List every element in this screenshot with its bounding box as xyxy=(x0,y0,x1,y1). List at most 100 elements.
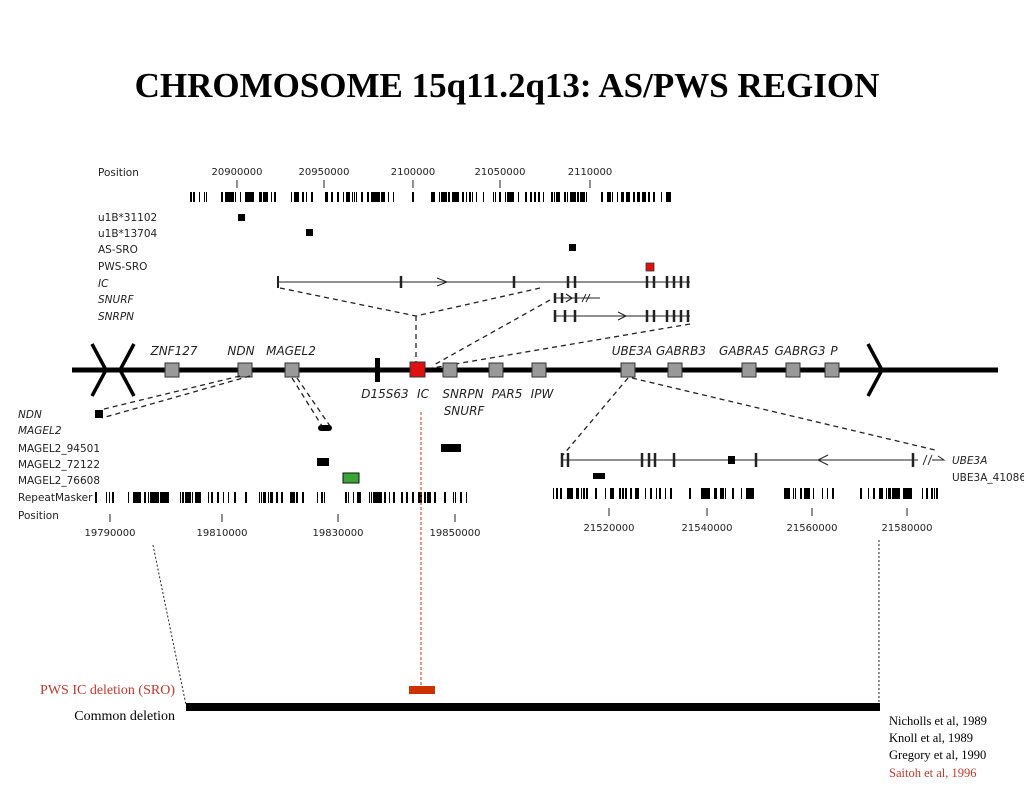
repeat-element xyxy=(635,488,639,499)
repeat-element xyxy=(553,488,554,499)
repeat-element xyxy=(581,488,582,499)
repeat-element xyxy=(577,192,579,202)
repeat-element xyxy=(936,488,938,499)
repeat-element xyxy=(361,192,363,202)
repeat-element xyxy=(617,192,618,202)
snurf-transcript xyxy=(553,293,600,303)
repeat-element xyxy=(271,192,272,202)
repeat-element xyxy=(580,192,585,202)
repeat-element xyxy=(570,192,576,202)
gene-label-d15s63: D15S63 xyxy=(361,387,408,401)
ic-transcript xyxy=(277,276,690,288)
top-tick-label: 20950000 xyxy=(299,167,350,178)
repeat-element xyxy=(554,192,555,202)
repeat-element xyxy=(595,488,597,499)
repeat-element xyxy=(903,488,912,499)
repeat-element xyxy=(746,488,754,499)
repeat-element xyxy=(689,488,691,499)
repeat-element xyxy=(221,192,223,202)
d15s63-marker xyxy=(375,358,380,382)
repeat-element xyxy=(337,192,339,202)
repeat-element xyxy=(180,492,181,503)
repeat-element xyxy=(321,492,323,503)
repeat-element xyxy=(325,192,328,202)
gene-box-gabra5 xyxy=(741,362,757,378)
repeat-element xyxy=(525,192,527,202)
repeat-element xyxy=(95,492,97,503)
repeat-element xyxy=(128,492,129,503)
repeat-element xyxy=(460,492,462,503)
gene-box-gabrg3 xyxy=(785,362,801,378)
gene-label-par5: PAR5 xyxy=(492,387,523,401)
repeat-element xyxy=(412,492,414,503)
left-tick-marks xyxy=(109,514,456,522)
repeat-element xyxy=(412,192,414,202)
row-label-ic: IC xyxy=(98,278,109,290)
repeat-element xyxy=(610,488,614,499)
repeat-element xyxy=(268,492,269,503)
repeat-element xyxy=(384,492,386,503)
repeat-element xyxy=(160,492,169,503)
page-title: CHROMOSOME 15q11.2q13: AS/PWS REGION xyxy=(135,66,880,105)
repeat-element xyxy=(560,488,562,499)
gene-label-p: P xyxy=(830,344,838,358)
repeat-element xyxy=(343,192,344,202)
repeat-element xyxy=(263,492,266,503)
repeat-element xyxy=(732,488,734,499)
repeat-element xyxy=(290,492,295,503)
gene-box-par5 xyxy=(488,362,504,378)
repeat-element xyxy=(661,192,662,202)
top-track: Position 20900000 20950000 2100000 21050… xyxy=(98,167,690,323)
repeat-element xyxy=(393,192,394,202)
row-label-repeatmasker: RepeatMasker xyxy=(18,492,93,504)
row-label-position: Position xyxy=(18,510,59,522)
repeat-element xyxy=(619,488,621,499)
snrpn-transcript xyxy=(553,310,690,322)
repeat-element xyxy=(217,492,219,503)
repeat-element xyxy=(112,492,114,503)
repeat-element xyxy=(306,192,307,202)
deletion-section: PWS IC deletion (SRO) Common deletion xyxy=(40,412,880,724)
repeat-element xyxy=(199,192,200,202)
repeat-element xyxy=(564,192,566,202)
repeat-element xyxy=(586,488,588,499)
repeat-element xyxy=(346,192,350,202)
repeat-element xyxy=(543,192,544,202)
common-deletion-label: Common deletion xyxy=(74,709,175,724)
repeat-element xyxy=(720,488,724,499)
repeat-element xyxy=(583,488,585,499)
repeat-element xyxy=(493,192,494,202)
repeat-element xyxy=(499,192,501,202)
repeat-element xyxy=(827,488,828,499)
right-tick-marks xyxy=(608,508,908,516)
as-sro-marker xyxy=(569,244,576,251)
repeat-element xyxy=(234,492,236,503)
gene-box-ube3a xyxy=(620,362,636,378)
repeat-element xyxy=(348,492,349,503)
gene-label-ic: IC xyxy=(417,387,430,401)
repeat-element xyxy=(637,192,640,202)
left-tick-label: 19850000 xyxy=(430,528,481,539)
magel2-72122-marker xyxy=(317,458,329,466)
repeat-element xyxy=(190,192,192,202)
repeat-element xyxy=(469,192,471,202)
repeat-element xyxy=(444,492,446,503)
repeat-element xyxy=(208,492,209,503)
repeat-element xyxy=(518,192,519,202)
repeat-element xyxy=(453,492,454,503)
repeat-element xyxy=(381,192,385,202)
repeat-element xyxy=(431,192,435,202)
right-repeatmasker-track xyxy=(553,488,938,499)
repeat-element xyxy=(645,488,646,499)
repeat-element xyxy=(148,492,149,503)
repeat-element xyxy=(659,488,661,499)
repeat-element xyxy=(576,488,579,499)
repeat-element xyxy=(302,492,304,503)
repeat-element xyxy=(507,192,514,202)
gene-label-snrpn: SNRPN xyxy=(442,387,483,401)
repeat-element xyxy=(324,492,325,503)
repeat-element xyxy=(607,192,611,202)
right-tick-label: 21580000 xyxy=(882,523,933,534)
top-tick-marks xyxy=(236,180,591,188)
